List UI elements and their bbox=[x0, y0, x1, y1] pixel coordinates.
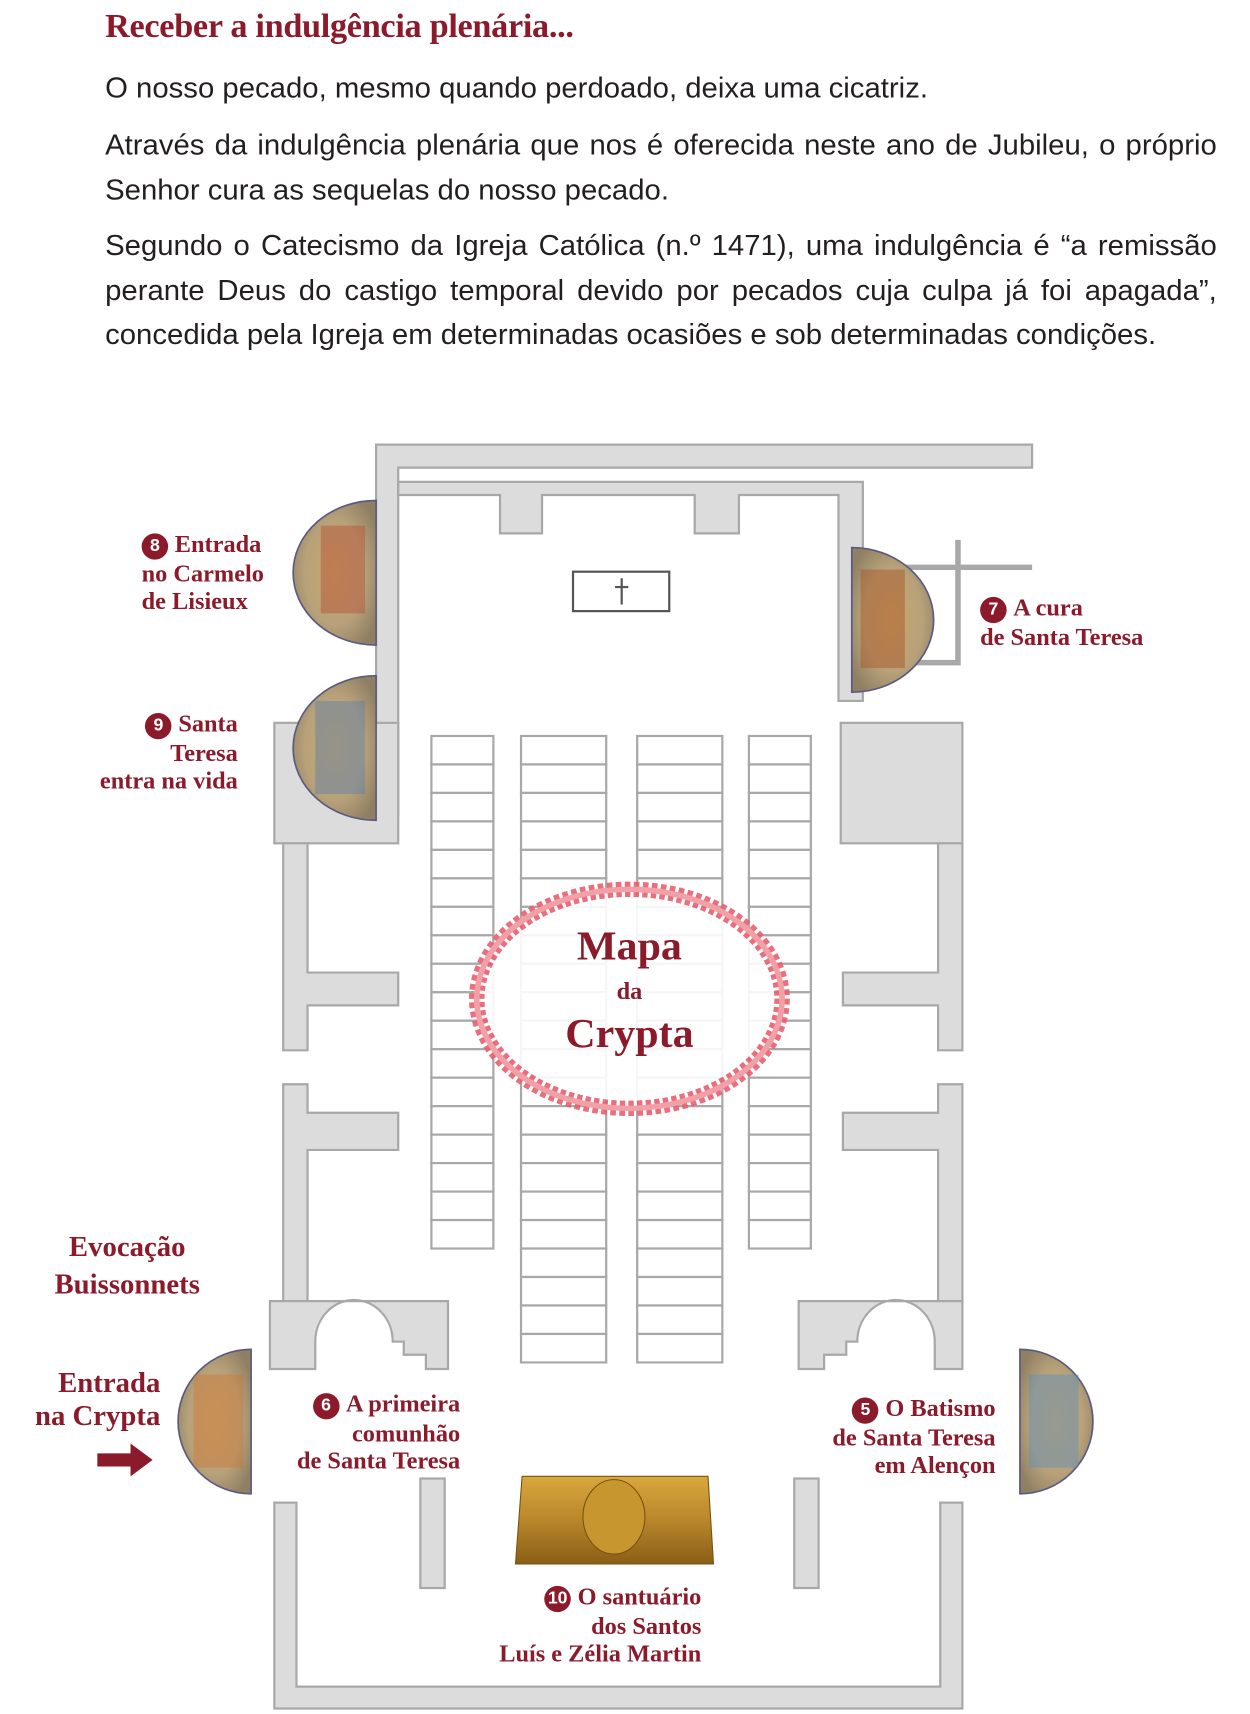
pew bbox=[430, 1190, 495, 1222]
pew bbox=[747, 820, 812, 851]
pew bbox=[636, 820, 724, 851]
pew bbox=[519, 1162, 608, 1193]
pew bbox=[519, 734, 608, 766]
page-title: Receber a indulgência plenária... bbox=[105, 6, 574, 45]
pew bbox=[747, 848, 812, 880]
pew bbox=[519, 1105, 608, 1136]
pew bbox=[636, 1133, 724, 1165]
pew bbox=[636, 1304, 724, 1336]
pew bbox=[636, 1332, 724, 1364]
paragraph: Segundo o Catecismo da Igreja Católica (… bbox=[105, 228, 1217, 351]
mosaic-7 bbox=[850, 546, 935, 693]
pew bbox=[636, 848, 724, 880]
pew bbox=[636, 1275, 724, 1307]
pew bbox=[519, 763, 608, 795]
pew bbox=[519, 848, 608, 880]
pew bbox=[430, 905, 495, 937]
pew bbox=[430, 848, 495, 880]
pew bbox=[430, 1048, 495, 1079]
pew bbox=[519, 1304, 608, 1336]
pew bbox=[747, 734, 812, 766]
altar bbox=[571, 570, 671, 613]
pew bbox=[747, 763, 812, 795]
pew bbox=[636, 1190, 724, 1222]
paragraph: O nosso pecado, mesmo quando perdoado, d… bbox=[105, 71, 928, 105]
pew bbox=[519, 1133, 608, 1165]
pew bbox=[430, 1076, 495, 1108]
map-title-line: Mapa bbox=[577, 924, 682, 970]
pew bbox=[636, 791, 724, 823]
pew bbox=[430, 1218, 495, 1250]
pew bbox=[519, 1247, 608, 1279]
pew bbox=[430, 1133, 495, 1165]
pew bbox=[747, 791, 812, 823]
pew bbox=[430, 1105, 495, 1136]
pew bbox=[430, 763, 495, 795]
pew bbox=[430, 1162, 495, 1193]
pew bbox=[747, 1133, 812, 1165]
pew bbox=[747, 877, 812, 908]
pew bbox=[747, 1076, 812, 1108]
pew bbox=[519, 1190, 608, 1222]
pew bbox=[636, 734, 724, 766]
pew bbox=[519, 791, 608, 823]
pew bbox=[636, 1247, 724, 1279]
pew bbox=[747, 1105, 812, 1136]
mosaic-9 bbox=[292, 674, 377, 822]
map-title-line: Crypta bbox=[565, 1011, 693, 1057]
pew bbox=[519, 820, 608, 851]
pew bbox=[636, 1218, 724, 1250]
pew bbox=[430, 791, 495, 823]
entrance-arrow-icon bbox=[97, 1443, 153, 1477]
pew bbox=[430, 877, 495, 908]
pew bbox=[747, 1048, 812, 1079]
mosaic-entrada bbox=[177, 1348, 252, 1495]
pew bbox=[519, 1332, 608, 1364]
cross-icon bbox=[615, 578, 629, 605]
pew bbox=[636, 1162, 724, 1193]
wreath bbox=[469, 881, 790, 1117]
pew bbox=[747, 905, 812, 937]
pew bbox=[636, 763, 724, 795]
pew bbox=[519, 1218, 608, 1250]
pew bbox=[430, 734, 495, 766]
pew bbox=[747, 1162, 812, 1193]
mosaic-5 bbox=[1019, 1348, 1094, 1495]
paragraph: Através da indulgência plenária que nos … bbox=[105, 128, 1217, 206]
map-title-line: da bbox=[617, 978, 643, 1005]
reliquary-image bbox=[514, 1475, 715, 1565]
pew bbox=[430, 820, 495, 851]
mosaic-8 bbox=[292, 499, 377, 646]
pew bbox=[747, 1218, 812, 1250]
pew bbox=[747, 1190, 812, 1222]
pew bbox=[519, 1275, 608, 1307]
